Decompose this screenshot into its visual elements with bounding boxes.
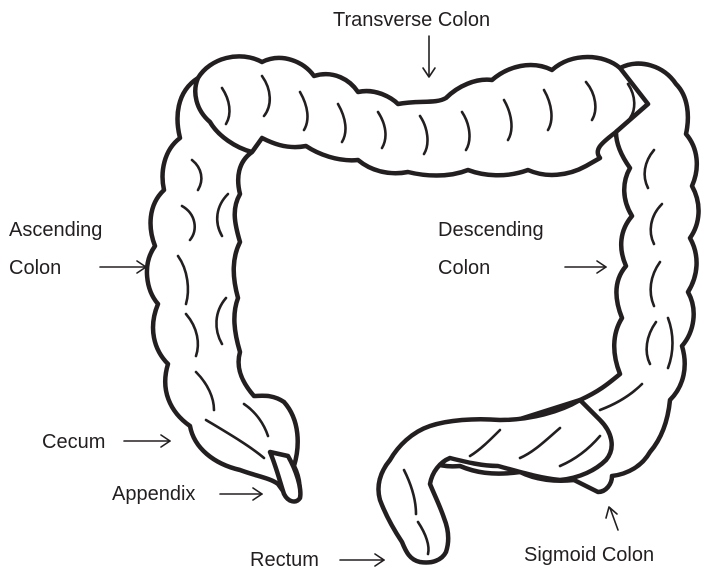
label-sigmoid-colon: Sigmoid Colon <box>524 544 654 566</box>
label-ascending-line2: Colon <box>9 257 61 279</box>
label-descending-line2: Colon <box>438 257 490 279</box>
label-transverse-colon: Transverse Colon <box>333 9 490 31</box>
transverse-arrow <box>423 36 435 77</box>
rectum-arrow <box>340 554 384 566</box>
label-ascending-line1: Ascending <box>9 219 102 241</box>
label-appendix: Appendix <box>112 483 195 505</box>
descending-arrow <box>565 261 606 273</box>
sigmoid-arrow <box>606 507 618 530</box>
label-rectum: Rectum <box>250 549 319 571</box>
label-descending-line1: Descending <box>438 219 544 241</box>
cecum-arrow <box>124 435 170 447</box>
appendix-arrow <box>220 488 262 500</box>
large-intestine <box>147 56 699 562</box>
ascending-arrow <box>100 261 146 273</box>
label-cecum: Cecum <box>42 431 105 453</box>
